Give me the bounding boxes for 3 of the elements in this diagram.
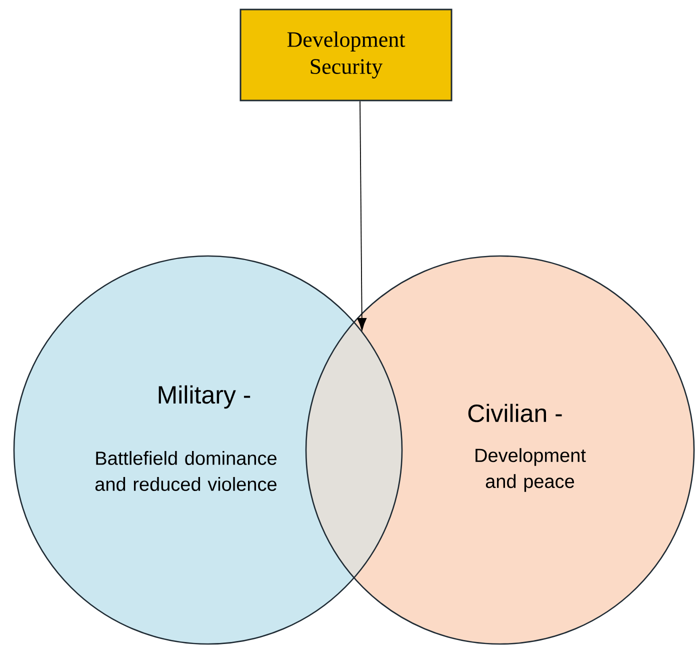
overlap-region: [306, 322, 402, 578]
arrow: [357, 100, 367, 330]
title-box: Development Security: [240, 8, 452, 102]
